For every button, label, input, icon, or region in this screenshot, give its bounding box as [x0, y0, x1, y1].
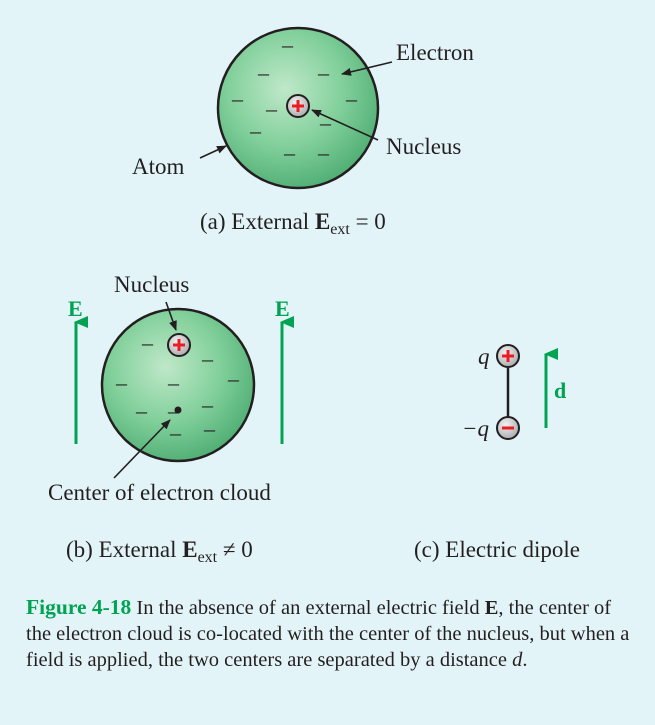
center-label: Center of electron cloud	[48, 480, 271, 505]
caption-text: .	[522, 649, 527, 671]
minus-sign: –	[283, 140, 296, 165]
charge-minus-q-label: −q	[462, 416, 489, 441]
charge-q-label: q	[478, 344, 490, 369]
minus-sign: –	[317, 60, 330, 85]
minus-sign: –	[257, 60, 270, 85]
figure-number: Figure 4-18	[26, 595, 131, 619]
minus-sign: –	[201, 346, 214, 371]
nucleus-label-a: Nucleus	[386, 134, 461, 159]
minus-sign: –	[265, 96, 278, 121]
caption-b: (b) External Eext ≠ 0	[66, 537, 253, 566]
panel-b: E E – – – – – – – – – – Nucleus Center o…	[48, 272, 290, 566]
minus-sign: –	[201, 392, 214, 417]
field-label-right: E	[275, 296, 290, 321]
minus-sign: –	[203, 416, 216, 441]
negative-charge	[497, 417, 519, 439]
field-label-left: E	[68, 296, 83, 321]
panel-c: q −q d (c) Electric dipole	[414, 344, 580, 562]
minus-sign: –	[345, 86, 358, 111]
figure-caption: Figure 4-18 In the absence of an externa…	[26, 594, 631, 673]
minus-sign: –	[169, 420, 182, 445]
nucleus-a	[287, 95, 309, 117]
caption-c: (c) Electric dipole	[414, 537, 580, 562]
nucleus-label-b: Nucleus	[114, 272, 189, 297]
minus-sign: –	[135, 398, 148, 423]
electron-label: Electron	[396, 40, 474, 65]
caption-text: In the absence of an external electric f…	[131, 597, 484, 619]
panel-a: – – – – – – – – – – Electron Nucleus Ato…	[132, 28, 474, 238]
minus-sign: –	[227, 366, 240, 391]
positive-charge	[497, 345, 519, 367]
electron-cloud-center-dot	[175, 407, 182, 414]
atom-label: Atom	[132, 154, 185, 179]
minus-sign: –	[231, 86, 244, 111]
atom-pointer	[200, 146, 226, 158]
minus-sign: –	[115, 370, 128, 395]
minus-sign: –	[167, 370, 180, 395]
minus-sign: –	[141, 330, 154, 355]
minus-sign: –	[249, 118, 262, 143]
caption-bold-e: E	[485, 597, 499, 619]
dipole-d-label: d	[554, 378, 566, 403]
caption-italic-d: d	[512, 649, 522, 671]
minus-sign: –	[317, 140, 330, 165]
nucleus-b	[168, 334, 190, 356]
minus-sign: –	[281, 32, 294, 57]
caption-a: (a) External Eext = 0	[200, 209, 386, 238]
